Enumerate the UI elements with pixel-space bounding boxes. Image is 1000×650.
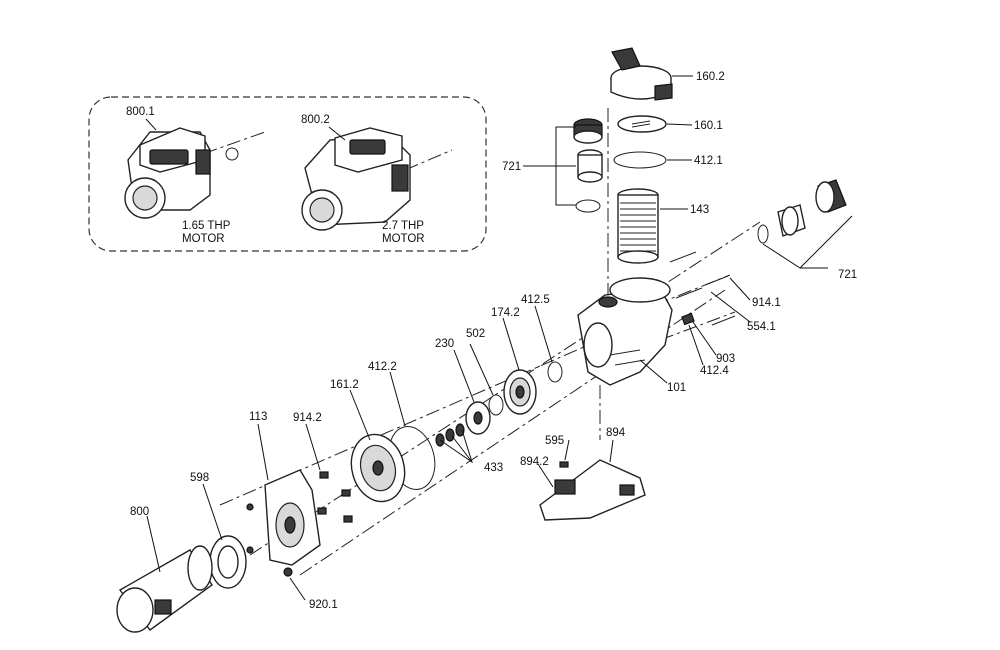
label-502: 502	[466, 328, 485, 340]
label-920-1: 920.1	[309, 599, 338, 611]
motor2-caption-line2: MOTOR	[382, 233, 425, 245]
part-914-2-bolts	[317, 471, 353, 523]
part-160-2-lid	[610, 47, 673, 101]
part-101-housing	[577, 277, 673, 386]
label-160-2: 160.2	[696, 71, 725, 83]
label-721-right: 721	[838, 269, 857, 281]
part-914-1-bolts	[669, 251, 736, 326]
part-labels: 160.2 160.1 412.1 143 721 721 914.1 554.…	[126, 71, 857, 611]
motor-options-inset	[88, 96, 487, 252]
motor-800-2	[301, 127, 411, 231]
label-894: 894	[606, 427, 626, 439]
part-920-1-nut	[283, 567, 293, 577]
label-230: 230	[435, 338, 454, 350]
part-502-ring	[488, 394, 504, 416]
leader-lines	[145, 75, 853, 601]
label-598: 598	[190, 472, 209, 484]
part-433-seal	[435, 423, 465, 447]
inset-motor-captions: 1.65 THP MOTOR 2.7 THP MOTOR	[182, 220, 425, 245]
label-903: 903	[716, 353, 735, 365]
label-800: 800	[130, 506, 149, 518]
part-721-union-right	[757, 179, 847, 244]
label-174-2: 174.2	[491, 307, 520, 319]
part-160-1-disc	[617, 115, 667, 133]
label-160-1: 160.1	[694, 120, 723, 132]
part-598-ring	[209, 503, 254, 589]
label-595: 595	[545, 435, 564, 447]
part-113-bracket	[264, 469, 321, 566]
label-914-2: 914.2	[293, 412, 322, 424]
label-113: 113	[249, 411, 267, 423]
label-914-1: 914.1	[752, 297, 781, 309]
label-101: 101	[667, 382, 686, 394]
label-800-2: 800.2	[301, 114, 330, 126]
motor1-caption-line2: MOTOR	[182, 233, 225, 245]
motor-800-1	[124, 127, 239, 219]
label-894-2: 894.2	[520, 456, 549, 468]
part-161-2-plate	[350, 433, 406, 503]
part-800-motor	[116, 545, 213, 633]
part-143-basket	[617, 188, 659, 264]
motor2-caption-line1: 2.7 THP	[382, 220, 424, 232]
label-412-2: 412.2	[368, 361, 397, 373]
label-412-4: 412.4	[700, 365, 729, 377]
motor1-caption-line1: 1.65 THP	[182, 220, 231, 232]
label-721-top: 721	[502, 161, 521, 173]
label-412-1: 412.1	[694, 155, 723, 167]
part-894-base	[539, 459, 646, 521]
part-412-1-oring	[613, 151, 667, 169]
label-143: 143	[690, 204, 709, 216]
part-903-plug	[681, 312, 695, 326]
label-554-1: 554.1	[747, 321, 776, 333]
label-412-5: 412.5	[521, 294, 550, 306]
label-800-1: 800.1	[126, 106, 155, 118]
part-174-2-diffuser	[503, 369, 537, 415]
part-412-5-oring	[547, 361, 563, 383]
part-721-union-top	[573, 118, 603, 213]
label-433: 433	[484, 462, 503, 474]
part-230-impeller	[465, 401, 491, 435]
part-595-clip	[559, 461, 569, 468]
label-161-2: 161.2	[330, 379, 359, 391]
